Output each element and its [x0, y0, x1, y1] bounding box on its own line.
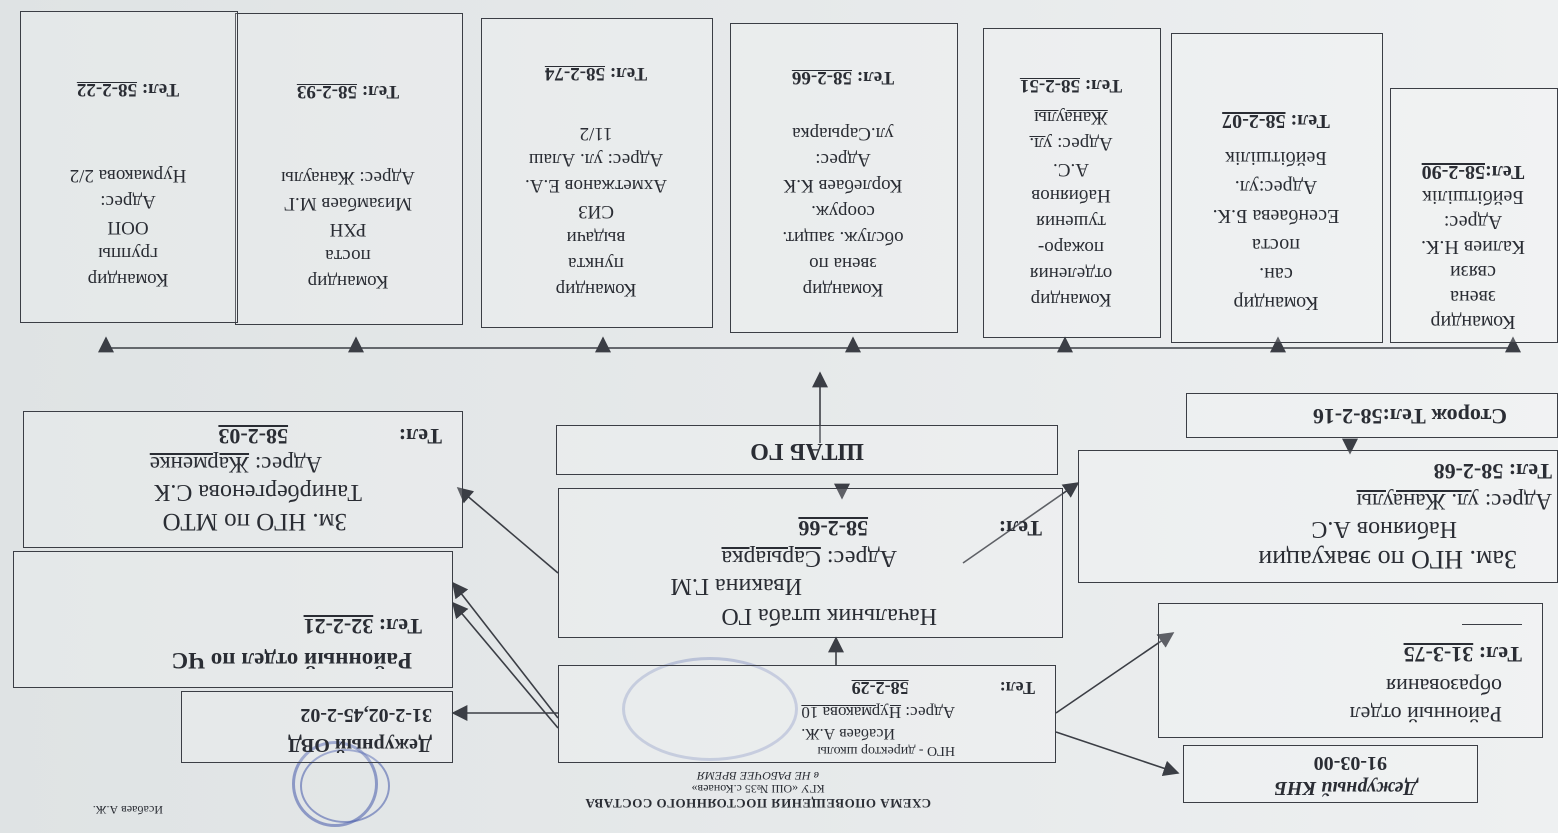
commander-box-2: Командир сан. поста Есенбаева Б.К. Адрес…	[1171, 33, 1383, 343]
scheme-title: СХЕМА ОПОВЕЩЕНИЯ ПОСТОЯННОГО СОСТАВА	[585, 796, 931, 811]
emergency-dept-title: Районный отдел по ЧС	[171, 648, 412, 673]
duty-ovd-tel: 31-2-02,45-2-02	[300, 704, 432, 726]
chief-of-staff-title: Начальник штаба ГО	[721, 603, 937, 629]
watchman-box: Сторож Тел:58-2-16	[1186, 393, 1558, 438]
commander-box-3: Командир отделения пожаро- тушения Набия…	[983, 28, 1161, 338]
head-go-name: Исабаев А.Ж.	[801, 725, 895, 742]
head-go-role: НГО - директор школы	[817, 743, 955, 758]
education-dept-box: Районный отдел образования Тел: 31-3-75	[1158, 603, 1543, 738]
schedule-note: в НЕ РАБОЧЕЕ ВРЕМЯ	[697, 769, 819, 783]
duty-knb-title: Дежурный КНБ	[1274, 777, 1417, 799]
commander-box-7: Командир группы ООП Адрес: Нурмакова 2/2…	[20, 11, 238, 323]
head-go-tel: Тел: 58-2-29	[851, 678, 1035, 698]
commander-3-role: Командир	[1030, 289, 1112, 310]
duty-knb-box: Дежурный КНБ 91-03-00	[1183, 745, 1478, 803]
hq-go-box: ШТАБ ГО	[556, 425, 1058, 475]
school-name: КГУ «ОШ №35 с.Конаев»	[691, 782, 825, 796]
deputy-mto-box: Зм. НГО по МТО Танирбергенова С.К Адрес:…	[23, 411, 463, 548]
commander-2-role: Командир	[1233, 292, 1319, 314]
commander-4-role: Командир	[802, 279, 884, 300]
commander-4-name: Корлебаев К.К	[783, 175, 903, 196]
commander-6-name: Мизамбаев М.Г	[284, 193, 412, 214]
commander-1-name: Калиев Н.К.	[1421, 236, 1525, 258]
emergency-dept-tel: Тел: 32-2-21	[303, 614, 422, 639]
watchman-label: Сторож Тел:58-2-16	[1312, 404, 1507, 429]
commander-2-name: Есенбаева Б.К.	[1212, 205, 1340, 227]
commander-6-role: Командир	[307, 271, 389, 292]
head-go-box: НГО - директор школы Исабаев А.Ж. Адрес:…	[558, 665, 1056, 763]
education-dept-line1: Районный отдел	[1349, 702, 1502, 727]
commander-5-role: Командир	[555, 279, 637, 300]
commander-box-4: Командир звена по обслуж. защит. сооруж.…	[730, 23, 958, 333]
commander-box-6: Командир поста РХН Мизамбаев М.Г Адрес: …	[235, 13, 463, 325]
commander-5-name: Ахметжанов Е.А.	[525, 175, 667, 196]
hq-go-title: ШТАБ ГО	[750, 438, 864, 464]
duty-ovd-box: Дежурный ОВД 31-2-02,45-2-02	[181, 691, 453, 763]
commander-box-1: Командир звена связи Калиев Н.К. Адрес: …	[1390, 88, 1558, 343]
deputy-evacuation-name: Набиянов А.С	[1311, 516, 1457, 542]
deputy-mto-title: Зм. НГО по МТО	[162, 508, 347, 535]
deputy-evacuation-tel: Тел: 58-2-68	[1433, 459, 1552, 484]
chief-of-staff-tel: Тел: 58-2-66	[798, 516, 1042, 541]
education-dept-line2: образования	[1385, 674, 1502, 699]
education-dept-tel: Тел: 31-3-75	[1403, 642, 1522, 667]
chief-of-staff-name: Ивакина Г.М	[670, 573, 802, 599]
approval-signature: Исабаев А.Ж.	[92, 803, 163, 817]
commander-3-name: Набиянов	[1031, 185, 1111, 206]
commander-box-5: Командир пункта выдачи СИЗ Ахметжанов Е.…	[481, 18, 713, 328]
head-go-address: Адрес: Нурмакова 10	[801, 703, 955, 722]
deputy-evacuation-box: Зам. НГО по эвакуации Набиянов А.С Адрес…	[1078, 450, 1558, 583]
deputy-mto-name: Танирбергенова С.К	[154, 479, 362, 505]
deputy-evacuation-address: Адрес: ул. Жанаулы	[1356, 489, 1552, 514]
chief-of-staff-address: Адрес: Сарыарка	[721, 545, 897, 571]
emergency-dept-box: Районный отдел по ЧС Тел: 32-2-21	[13, 551, 453, 688]
commander-1-role: Командир	[1430, 311, 1516, 333]
commander-7-role: Командир	[87, 269, 169, 290]
deputy-mto-tel: Тел: 58-2-03	[218, 424, 442, 449]
deputy-mto-address: Адрес: Жарменке	[149, 452, 322, 477]
duty-ovd-title: Дежурный ОВД	[287, 734, 432, 756]
deputy-evacuation-title: Зам. НГО по эвакуации	[1258, 545, 1517, 574]
duty-knb-tel: 91-03-00	[1313, 752, 1387, 774]
chief-of-staff-box: Начальник штаба ГО Ивакина Г.М Адрес: Са…	[558, 488, 1063, 638]
